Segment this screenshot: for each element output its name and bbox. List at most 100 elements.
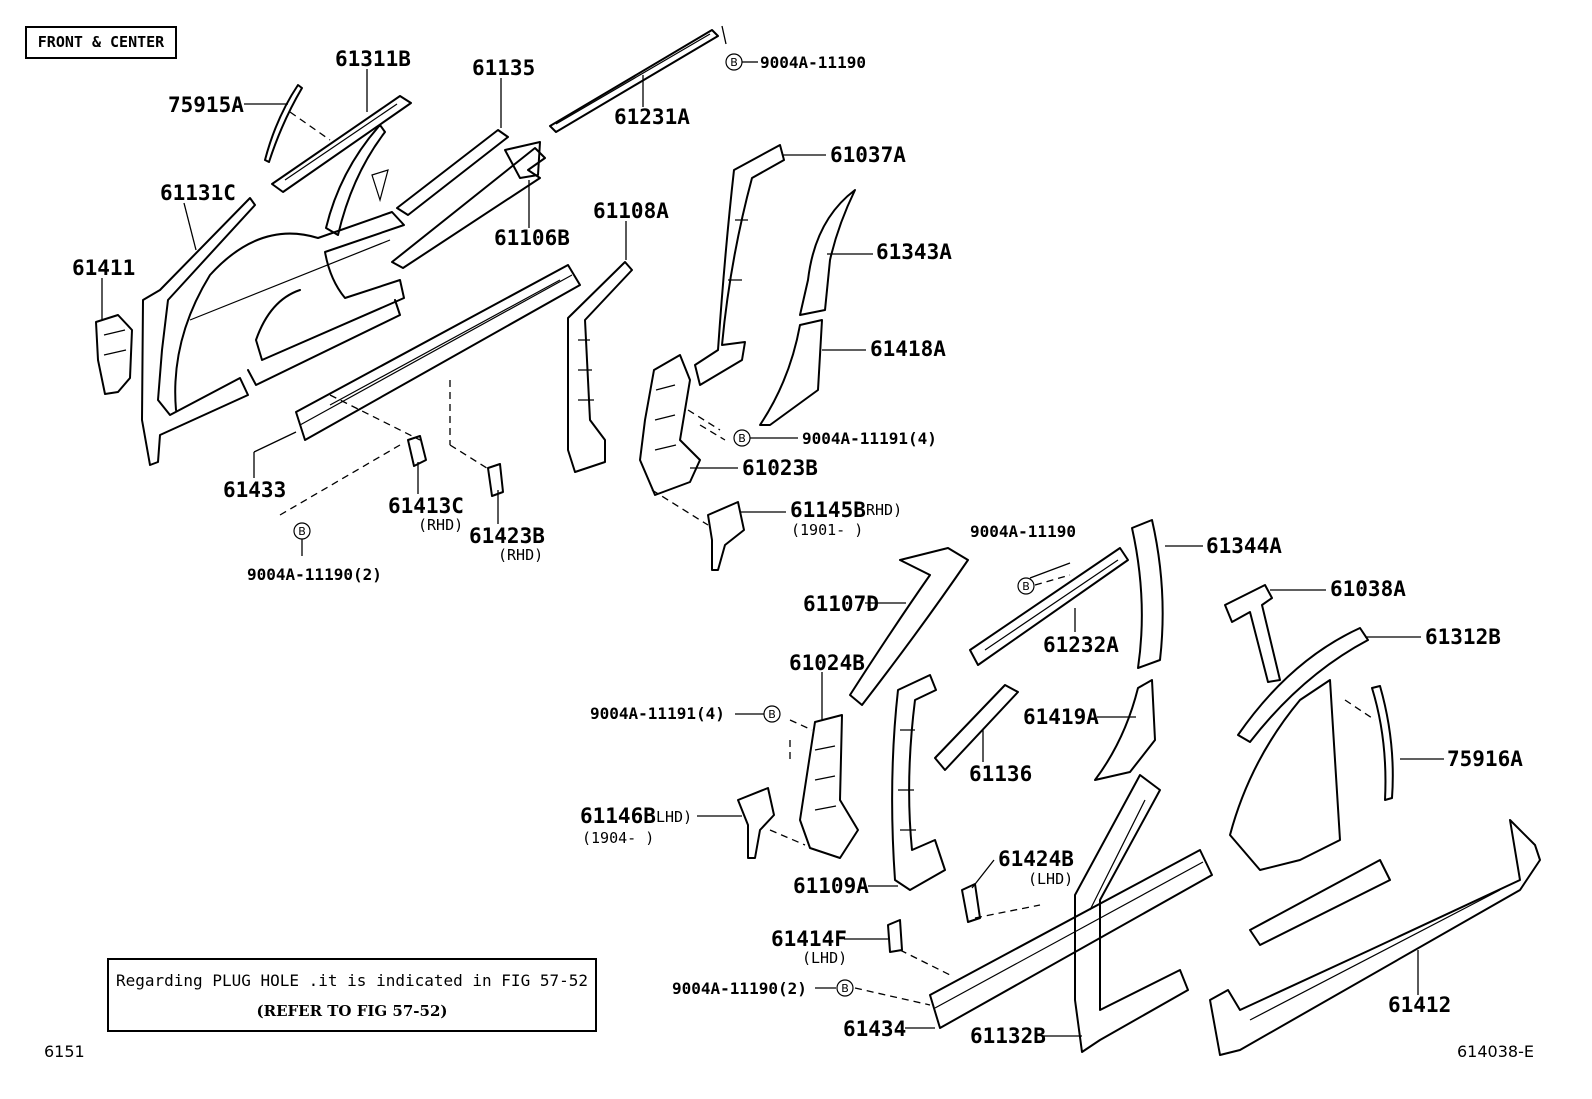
svg-text:B: B bbox=[768, 708, 776, 721]
svg-text:B: B bbox=[841, 982, 849, 995]
part-61312B-drawing bbox=[1237, 627, 1369, 743]
part-label-61413C[interactable]: 61413C bbox=[388, 494, 464, 518]
part-61413C-drawing bbox=[407, 435, 427, 467]
part-61135-drawing bbox=[396, 129, 509, 216]
part-61434-drawing bbox=[929, 849, 1213, 1029]
fastener-label-2[interactable]: 9004A-11191(4) bbox=[802, 429, 937, 448]
part-61132B-drawing bbox=[1074, 774, 1189, 1053]
part-label-61433[interactable]: 61433 bbox=[223, 478, 286, 502]
figure-code: 614038-E bbox=[1457, 1042, 1534, 1061]
plug-hole-note-text: Regarding PLUG HOLE .it is indicated in … bbox=[115, 971, 588, 990]
part-61136-drawing bbox=[934, 684, 1019, 771]
part-label-61136[interactable]: 61136 bbox=[969, 762, 1032, 786]
part-61037A-drawing bbox=[694, 144, 785, 386]
part-label-75915A[interactable]: 75915A bbox=[168, 93, 244, 117]
part-61231A-drawing bbox=[549, 29, 719, 133]
svg-text:B: B bbox=[1022, 580, 1030, 593]
part-label-61411[interactable]: 61411 bbox=[72, 256, 135, 280]
qualifier-61145B-rhd: RHD) bbox=[866, 501, 902, 519]
part-61343A-drawing bbox=[799, 189, 856, 316]
callout-b-1: B bbox=[725, 53, 743, 71]
part-61311B-drawing bbox=[271, 95, 412, 193]
qualifier-61145B-range: (1901- ) bbox=[791, 521, 863, 539]
part-label-61414F[interactable]: 61414F bbox=[771, 927, 847, 951]
part-61106B-drawing bbox=[391, 141, 546, 269]
part-label-75916A[interactable]: 75916A bbox=[1447, 747, 1523, 771]
part-label-61419A[interactable]: 61419A bbox=[1023, 705, 1099, 729]
callout-b-6: B bbox=[836, 979, 854, 997]
part-61023B-drawing bbox=[639, 354, 701, 496]
part-label-61108A[interactable]: 61108A bbox=[593, 199, 669, 223]
part-61108A-drawing bbox=[567, 261, 633, 473]
view-label-box: FRONT & CENTER bbox=[25, 26, 177, 59]
part-label-61132B[interactable]: 61132B bbox=[970, 1024, 1046, 1048]
part-61232A-drawing bbox=[969, 547, 1129, 666]
qualifier-61424B-lhd: (LHD) bbox=[1028, 870, 1073, 888]
fastener-label-4[interactable]: 9004A-11190 bbox=[970, 522, 1076, 541]
part-61412-drawing bbox=[1209, 679, 1541, 1056]
part-label-61037A[interactable]: 61037A bbox=[830, 143, 906, 167]
plug-hole-refer-link[interactable]: (REFER TO FIG 57-52) bbox=[256, 1002, 448, 1020]
callout-b-4: B bbox=[1017, 577, 1035, 595]
part-61146B-drawing bbox=[737, 787, 775, 859]
qualifier-61413C-rhd: (RHD) bbox=[418, 516, 463, 534]
part-61131C-drawing bbox=[141, 124, 405, 466]
fastener-label-6[interactable]: 9004A-11190(2) bbox=[672, 979, 807, 998]
part-label-61344A[interactable]: 61344A bbox=[1206, 534, 1282, 558]
callout-b-5: B bbox=[763, 705, 781, 723]
part-61344A-drawing bbox=[1131, 519, 1164, 669]
part-label-61023B[interactable]: 61023B bbox=[742, 456, 818, 480]
part-label-61145B[interactable]: 61145B bbox=[790, 498, 866, 522]
part-label-61146B[interactable]: 61146B bbox=[580, 804, 656, 828]
part-label-61423B[interactable]: 61423B bbox=[469, 524, 545, 548]
part-61024B-drawing bbox=[799, 714, 859, 859]
part-label-61024B[interactable]: 61024B bbox=[789, 651, 865, 675]
part-61414F-drawing bbox=[887, 919, 903, 953]
part-label-61131C[interactable]: 61131C bbox=[160, 181, 236, 205]
qualifier-61146B-lhd: LHD) bbox=[656, 808, 692, 826]
part-61419A-drawing bbox=[1094, 679, 1156, 781]
qualifier-61423B-rhd: (RHD) bbox=[498, 546, 543, 564]
svg-text:B: B bbox=[730, 56, 738, 69]
part-label-61232A[interactable]: 61232A bbox=[1043, 633, 1119, 657]
part-label-61107D[interactable]: 61107D bbox=[803, 592, 879, 616]
part-label-61424B[interactable]: 61424B bbox=[998, 847, 1074, 871]
part-61038A-drawing bbox=[1224, 584, 1281, 683]
svg-text:B: B bbox=[738, 432, 746, 445]
part-label-61311B[interactable]: 61311B bbox=[335, 47, 411, 71]
part-61433-drawing bbox=[295, 264, 581, 441]
part-61411-drawing bbox=[95, 314, 133, 395]
page-code: 6151 bbox=[44, 1042, 85, 1061]
part-label-61109A[interactable]: 61109A bbox=[793, 874, 869, 898]
fastener-label-3[interactable]: 9004A-11190(2) bbox=[247, 565, 382, 584]
part-61145B-drawing bbox=[707, 501, 745, 571]
part-61424B-drawing bbox=[961, 883, 981, 923]
part-61423B-drawing bbox=[487, 463, 504, 497]
assembly-lines bbox=[279, 111, 1376, 1006]
qualifier-61146B-range: (1904- ) bbox=[582, 829, 654, 847]
part-75916A-drawing bbox=[1371, 685, 1394, 801]
fastener-label-5[interactable]: 9004A-11191(4) bbox=[590, 704, 725, 723]
part-61107D-drawing bbox=[849, 547, 969, 706]
leader-lines bbox=[101, 25, 1444, 1037]
part-75915A-drawing bbox=[264, 84, 303, 163]
part-61418A-drawing bbox=[759, 319, 823, 426]
part-label-61312B[interactable]: 61312B bbox=[1425, 625, 1501, 649]
part-label-61106B[interactable]: 61106B bbox=[494, 226, 570, 250]
part-label-61412[interactable]: 61412 bbox=[1388, 993, 1451, 1017]
callout-b-3: B bbox=[293, 522, 311, 540]
part-label-61434[interactable]: 61434 bbox=[843, 1017, 906, 1041]
svg-text:B: B bbox=[298, 525, 306, 538]
part-label-61418A[interactable]: 61418A bbox=[870, 337, 946, 361]
plug-hole-note: Regarding PLUG HOLE .it is indicated in … bbox=[107, 958, 597, 1032]
view-label: FRONT & CENTER bbox=[37, 33, 165, 51]
qualifier-61414F-lhd: (LHD) bbox=[802, 949, 847, 967]
part-label-61038A[interactable]: 61038A bbox=[1330, 577, 1406, 601]
part-label-61135[interactable]: 61135 bbox=[472, 56, 535, 80]
fastener-label-1[interactable]: 9004A-11190 bbox=[760, 53, 866, 72]
callout-b-2: B bbox=[733, 429, 751, 447]
part-label-61231A[interactable]: 61231A bbox=[614, 105, 690, 129]
part-61109A-drawing bbox=[891, 674, 946, 891]
part-label-61343A[interactable]: 61343A bbox=[876, 240, 952, 264]
